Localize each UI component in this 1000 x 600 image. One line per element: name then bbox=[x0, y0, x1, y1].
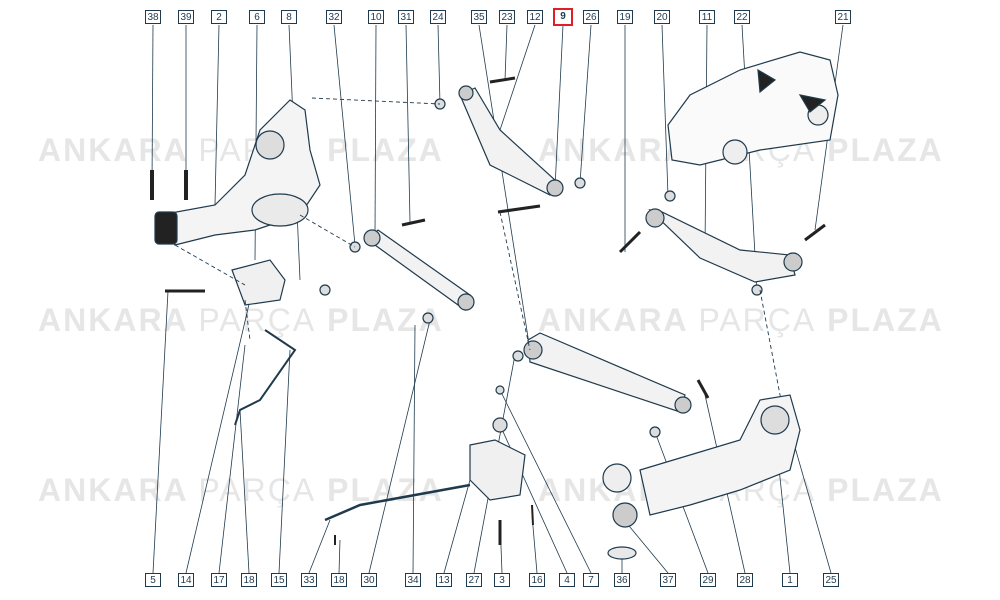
callout-35[interactable]: 35 bbox=[471, 10, 487, 24]
upper-arm-12 bbox=[434, 76, 586, 214]
callout-22[interactable]: 22 bbox=[734, 10, 750, 24]
leader-line bbox=[412, 324, 416, 574]
leader-line bbox=[504, 24, 508, 81]
leader-line bbox=[338, 539, 341, 574]
leader-line bbox=[374, 24, 377, 236]
callout-26[interactable]: 26 bbox=[583, 10, 599, 24]
leader-line bbox=[152, 290, 169, 574]
callout-18[interactable]: 18 bbox=[331, 573, 347, 587]
leader-line bbox=[308, 519, 331, 574]
callout-27[interactable]: 27 bbox=[466, 573, 482, 587]
callout-14[interactable]: 14 bbox=[178, 573, 194, 587]
callout-36[interactable]: 36 bbox=[614, 573, 630, 587]
leader-line bbox=[661, 24, 669, 197]
callout-39[interactable]: 39 bbox=[178, 10, 194, 24]
callout-7[interactable]: 7 bbox=[583, 573, 599, 587]
callout-10[interactable]: 10 bbox=[368, 10, 384, 24]
leader-line bbox=[368, 319, 431, 574]
leader-line bbox=[554, 24, 564, 189]
leader-line bbox=[218, 344, 246, 574]
leader-line bbox=[499, 389, 592, 574]
leader-line bbox=[278, 349, 291, 574]
callout-1[interactable]: 1 bbox=[782, 573, 798, 587]
callout-30[interactable]: 30 bbox=[361, 573, 377, 587]
callout-5[interactable]: 5 bbox=[145, 573, 161, 587]
right-knuckle-assembly bbox=[602, 394, 801, 560]
callout-18[interactable]: 18 bbox=[241, 573, 257, 587]
assembly-guides bbox=[174, 97, 781, 396]
callout-32[interactable]: 32 bbox=[326, 10, 342, 24]
car-icon bbox=[667, 51, 839, 166]
callout-19[interactable]: 19 bbox=[617, 10, 633, 24]
callout-34[interactable]: 34 bbox=[405, 573, 421, 587]
callout-29[interactable]: 29 bbox=[700, 573, 716, 587]
callout-24[interactable]: 24 bbox=[430, 10, 446, 24]
callout-9[interactable]: 9 bbox=[553, 8, 573, 26]
callout-23[interactable]: 23 bbox=[499, 10, 515, 24]
left-knuckle-assembly bbox=[150, 99, 321, 246]
callout-37[interactable]: 37 bbox=[660, 573, 676, 587]
leader-line bbox=[405, 24, 411, 223]
center-bracket bbox=[324, 385, 534, 545]
callout-2[interactable]: 2 bbox=[211, 10, 227, 24]
leader-line bbox=[151, 24, 154, 186]
callout-28[interactable]: 28 bbox=[737, 573, 753, 587]
callout-11[interactable]: 11 bbox=[699, 10, 715, 24]
leader-line bbox=[333, 24, 356, 246]
callout-17[interactable]: 17 bbox=[211, 573, 227, 587]
callout-13[interactable]: 13 bbox=[436, 573, 452, 587]
left-bracket bbox=[165, 259, 331, 426]
callout-38[interactable]: 38 bbox=[145, 10, 161, 24]
callout-16[interactable]: 16 bbox=[529, 573, 545, 587]
lower-arm-11 bbox=[618, 190, 826, 296]
leader-line bbox=[239, 409, 250, 574]
callout-31[interactable]: 31 bbox=[398, 10, 414, 24]
callout-33[interactable]: 33 bbox=[301, 573, 317, 587]
callout-12[interactable]: 12 bbox=[527, 10, 543, 24]
leader-line bbox=[443, 479, 471, 574]
lateral-arm-9 bbox=[512, 332, 710, 438]
leader-line bbox=[579, 24, 592, 184]
callout-15[interactable]: 15 bbox=[271, 573, 287, 587]
leader-line bbox=[185, 299, 251, 574]
leader-line bbox=[214, 24, 220, 206]
callout-21[interactable]: 21 bbox=[835, 10, 851, 24]
leader-line bbox=[499, 24, 536, 131]
link-arm-10 bbox=[349, 218, 475, 324]
callout-3[interactable]: 3 bbox=[494, 573, 510, 587]
callout-20[interactable]: 20 bbox=[654, 10, 670, 24]
leader-line bbox=[478, 24, 531, 351]
callout-25[interactable]: 25 bbox=[823, 573, 839, 587]
callout-6[interactable]: 6 bbox=[249, 10, 265, 24]
callout-4[interactable]: 4 bbox=[559, 573, 575, 587]
leader-line bbox=[437, 24, 441, 105]
callout-8[interactable]: 8 bbox=[281, 10, 297, 24]
